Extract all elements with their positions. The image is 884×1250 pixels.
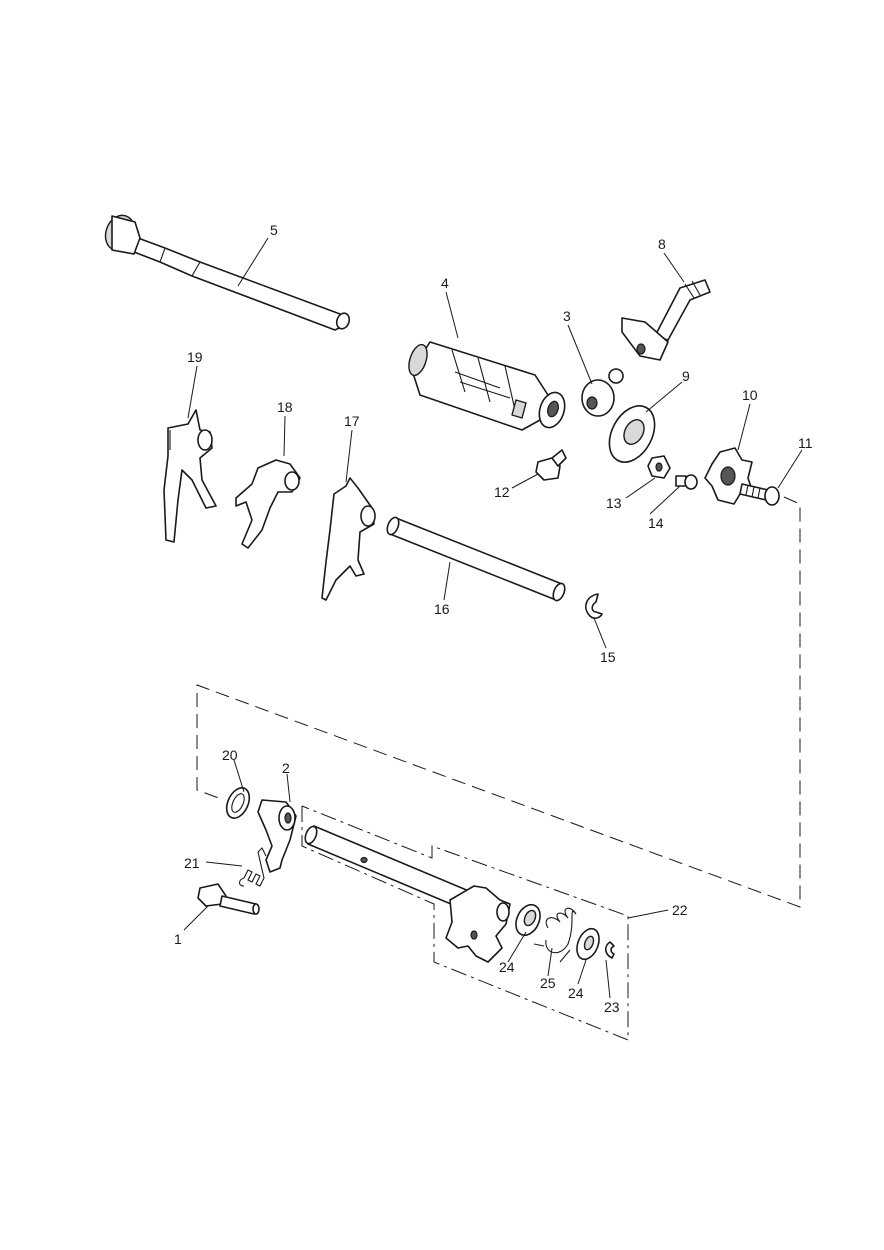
callout-5: 5 xyxy=(270,222,278,238)
part-23-circlip xyxy=(604,941,615,959)
callout-23: 23 xyxy=(604,999,620,1015)
part-17-selector-fork xyxy=(321,477,376,601)
callout-25: 25 xyxy=(540,975,556,991)
part-16-fork-rod xyxy=(386,516,566,602)
part-19-selector-fork xyxy=(163,409,217,543)
callout-10: 10 xyxy=(742,387,758,403)
part-18-selector-fork xyxy=(235,459,301,549)
callout-13: 13 xyxy=(606,495,622,511)
callout-4: 4 xyxy=(441,275,449,291)
part-5-shaft xyxy=(104,214,351,331)
callout-19: 19 xyxy=(187,349,203,365)
callout-8: 8 xyxy=(658,236,666,252)
callout-12: 12 xyxy=(494,484,510,500)
part-24-collar-a xyxy=(515,903,541,937)
leader-lines xyxy=(183,237,803,999)
callout-20: 20 xyxy=(222,747,238,763)
part-15-circlip xyxy=(585,593,603,619)
part-25-torsion-spring xyxy=(533,907,577,963)
part-22-gear-change-shaft xyxy=(304,825,511,963)
part-24-washer-b xyxy=(576,927,600,961)
callout-17: 17 xyxy=(344,413,360,429)
part-14-screw xyxy=(675,474,698,490)
part-21-spring xyxy=(238,847,267,887)
callout-15: 15 xyxy=(600,649,616,665)
callout-11: 11 xyxy=(798,435,813,451)
callout-1: 1 xyxy=(174,931,182,947)
callout-18: 18 xyxy=(277,399,293,415)
callout-9: 9 xyxy=(682,368,690,384)
callout-labels: 5 4 3 8 9 10 11 12 13 14 15 16 17 18 19 … xyxy=(174,222,813,1015)
callout-2: 2 xyxy=(282,760,290,776)
part-20-o-ring xyxy=(225,787,251,819)
part-1-stud xyxy=(197,883,260,915)
part-12-bolt xyxy=(535,449,567,481)
part-8-shaft-arm xyxy=(621,279,711,361)
callout-24a: 24 xyxy=(499,959,515,975)
part-13-nut xyxy=(647,455,671,479)
callout-21: 21 xyxy=(184,855,200,871)
part-11-bolt xyxy=(739,483,780,506)
callout-16: 16 xyxy=(434,601,450,617)
part-3-ball-socket xyxy=(581,368,624,417)
callout-22: 22 xyxy=(672,902,688,918)
assembly-boundary-lines xyxy=(196,496,801,1041)
callout-24b: 24 xyxy=(568,985,584,1001)
part-2-shift-lever xyxy=(257,799,297,873)
callout-3: 3 xyxy=(563,308,571,324)
part-9-washer xyxy=(608,405,656,463)
part-4-selector-drum xyxy=(408,341,566,431)
callout-14: 14 xyxy=(648,515,664,531)
